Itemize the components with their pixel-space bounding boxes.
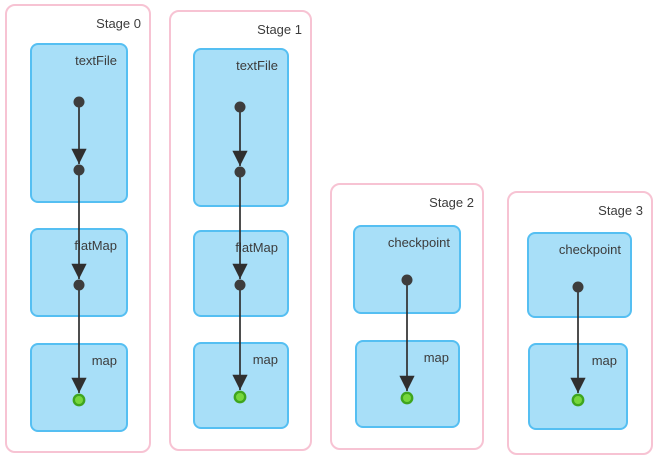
- stage-title: Stage 3: [598, 203, 643, 218]
- stage-title: Stage 1: [257, 22, 302, 37]
- node-label: map: [423, 350, 449, 365]
- node-flatmap: flatMap: [30, 228, 128, 317]
- node-label: checkpoint: [387, 235, 450, 250]
- node-checkpoint: checkpoint: [527, 232, 632, 318]
- node-label: checkpoint: [558, 242, 621, 257]
- node-label: map: [252, 352, 278, 367]
- node-label: map: [91, 353, 117, 368]
- node-map: map: [355, 340, 460, 428]
- stage-box-1: Stage 1 textFile flatMap map: [169, 10, 312, 451]
- node-label: textFile: [75, 53, 117, 68]
- node-map: map: [193, 342, 289, 429]
- node-checkpoint: checkpoint: [353, 225, 461, 314]
- node-flatmap: flatMap: [193, 230, 289, 317]
- node-textfile: textFile: [30, 43, 128, 203]
- node-label: flatMap: [235, 240, 278, 255]
- node-textfile: textFile: [193, 48, 289, 207]
- stage-box-2: Stage 2 checkpoint map: [330, 183, 484, 450]
- node-label: flatMap: [74, 238, 117, 253]
- stage-box-0: Stage 0 textFile flatMap map: [5, 4, 151, 453]
- node-label: map: [591, 353, 617, 368]
- stage-title: Stage 2: [429, 195, 474, 210]
- stage-box-3: Stage 3 checkpoint map: [507, 191, 653, 455]
- node-label: textFile: [236, 58, 278, 73]
- node-map: map: [528, 343, 628, 430]
- stage-title: Stage 0: [96, 16, 141, 31]
- node-map: map: [30, 343, 128, 432]
